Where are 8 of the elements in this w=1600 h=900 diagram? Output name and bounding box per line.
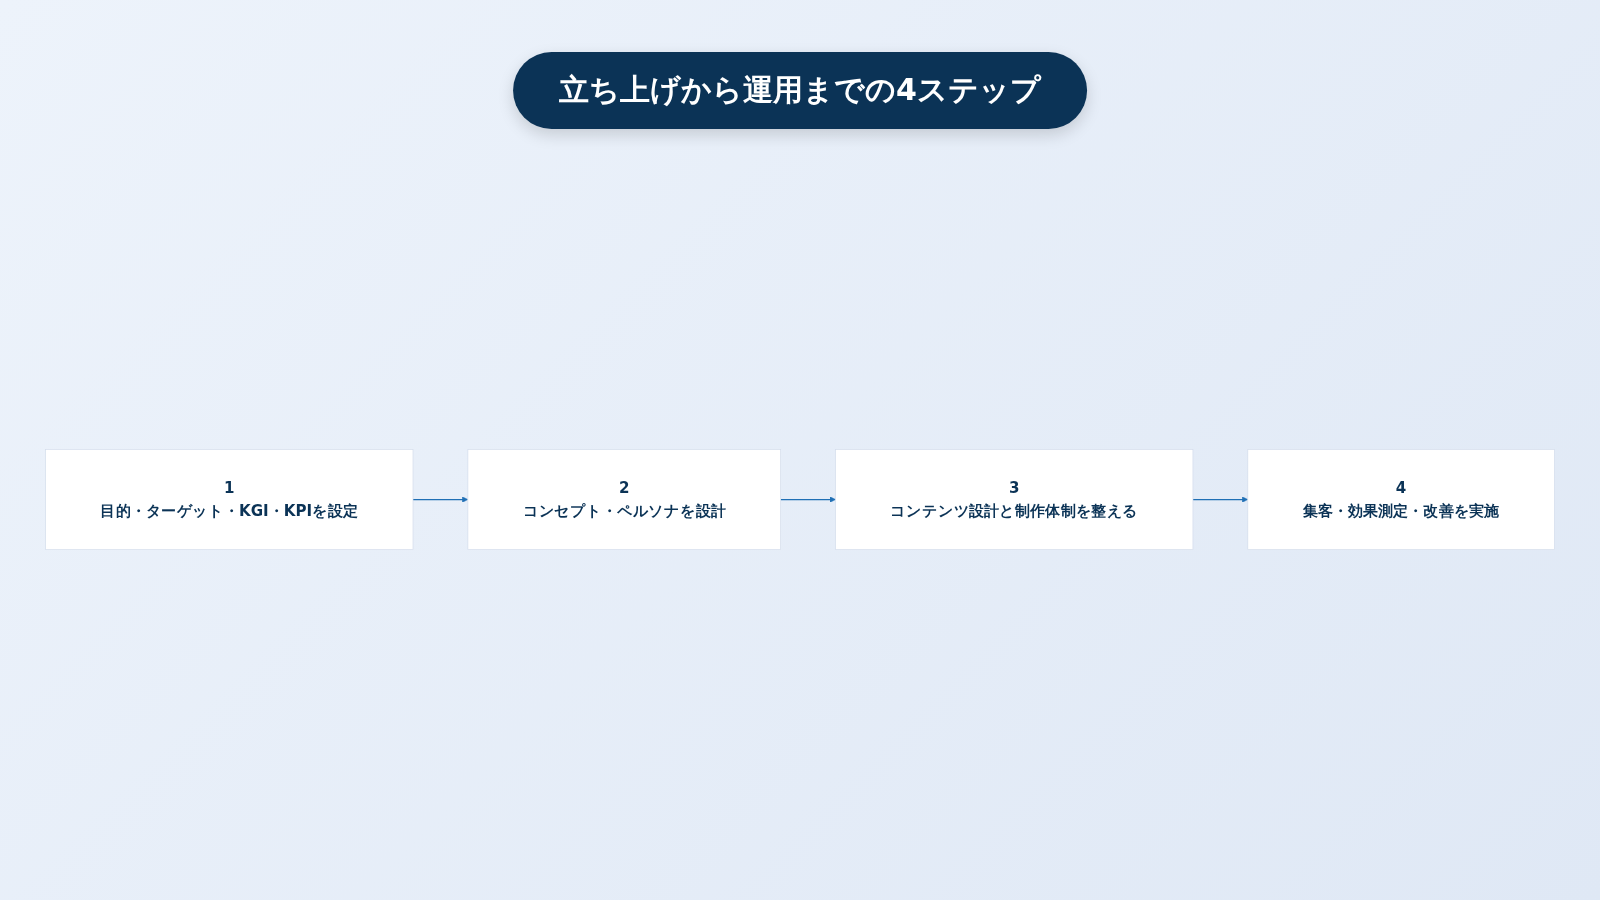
node-box: 3 コンテンツ設計と制作体制を整える bbox=[835, 449, 1194, 551]
arrow bbox=[780, 497, 836, 503]
title-pill: 立ち上げから運用までの4ステップ bbox=[513, 52, 1087, 129]
node-box: 4 集客・効果測定・改善を実施 bbox=[1247, 449, 1555, 551]
arrow bbox=[1192, 497, 1249, 503]
node-box: 2 コンセプト・ペルソナを設計 bbox=[467, 449, 782, 551]
arrow bbox=[412, 497, 469, 503]
node-box: 1 目的・ターゲット・KGI・KPIを設定 bbox=[45, 449, 414, 551]
